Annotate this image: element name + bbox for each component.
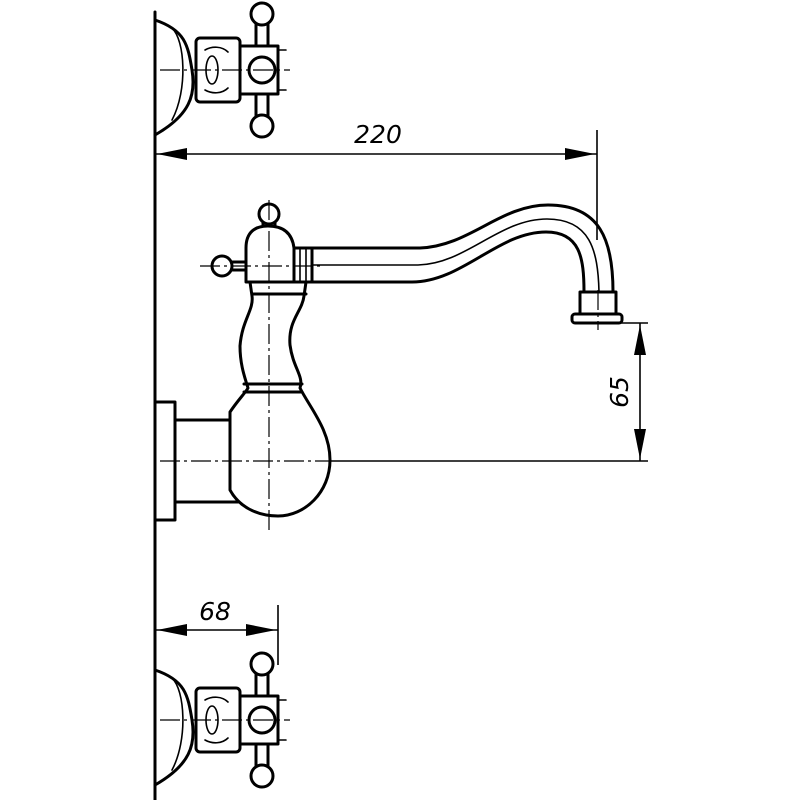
dimension-label-220: 220 [354,120,402,149]
bottom-cross-handle [153,651,290,789]
dimension-label-65: 65 [605,376,634,408]
arrowhead [634,325,646,355]
dimension-handle-offset: 68 [155,597,279,665]
top-handle-knob-upper [249,1,275,27]
dimension-label-68: 68 [199,597,231,626]
arrowhead [157,624,187,636]
spout-collar [292,246,314,284]
valve-housing [228,280,332,518]
bottom-handle-knob-upper [249,651,275,677]
valve-body [160,200,332,530]
spout [298,203,624,330]
dimension-spout-height: 65 [330,322,648,462]
top-handle-knob-lower [249,113,275,139]
arrowhead [157,148,187,160]
aerator-lip [570,312,624,325]
top-cross-handle [153,1,290,139]
spout-outer-edge [298,203,615,294]
arrowhead [565,148,595,160]
dimension-spout-reach: 220 [155,120,598,240]
spout-inner-edge [298,230,586,294]
arrowhead [634,429,646,459]
arrowhead [246,624,276,636]
valve-cap [244,224,296,284]
bottom-handle-knob-lower [249,763,275,789]
